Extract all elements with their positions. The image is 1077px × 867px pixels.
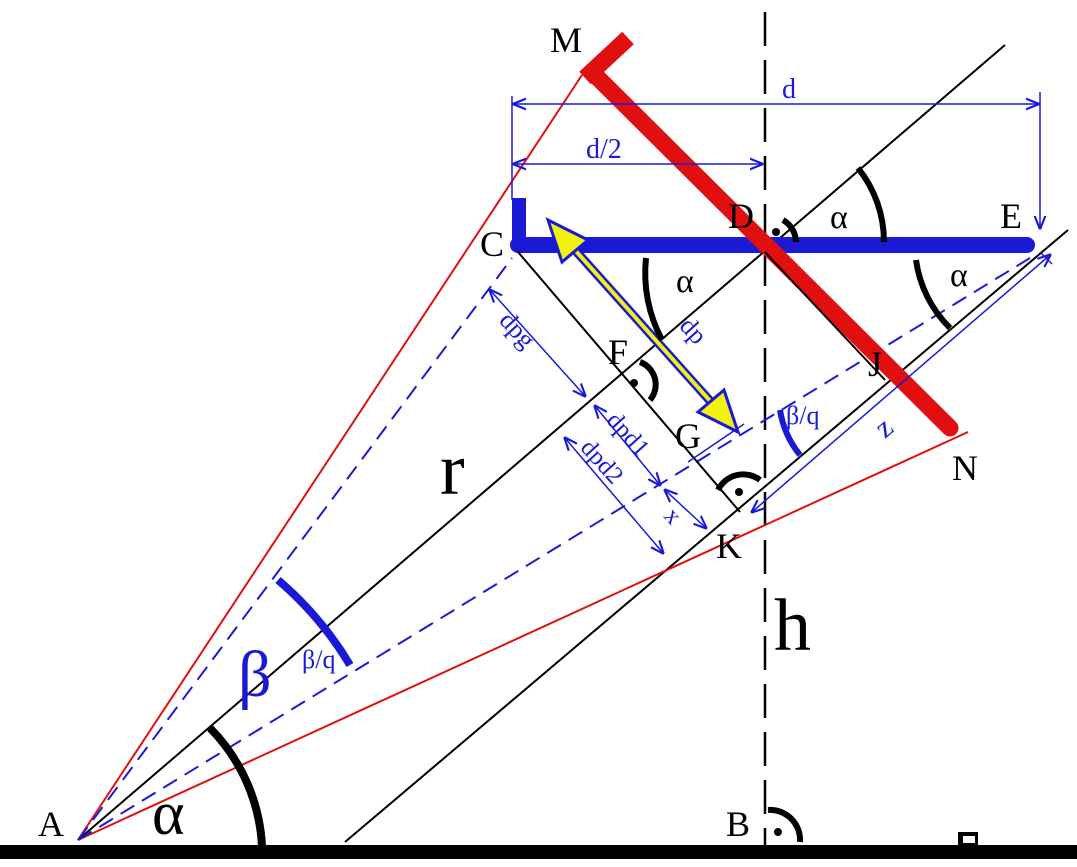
tick-E — [1039, 251, 1053, 265]
symbol-alpha-E: α — [950, 257, 968, 294]
dashed-A-C — [77, 257, 513, 841]
label-beta-q-right: β/q — [786, 401, 819, 430]
angle-arc-beta — [275, 576, 354, 668]
point-label-B: B — [726, 804, 750, 844]
dp-arrow-head-bottom — [695, 387, 741, 435]
right-angle-marker-F — [630, 359, 659, 402]
line-parallel-lower — [344, 229, 1069, 843]
label-d: d — [782, 74, 796, 105]
symbol-h: h — [774, 585, 811, 667]
line-A-axis — [77, 44, 1006, 841]
point-label-G: G — [675, 416, 701, 456]
label-x: x — [659, 503, 688, 531]
right-angle-marker-B — [767, 806, 804, 843]
angle-arc-alpha-A — [207, 725, 266, 847]
symbol-alpha-C: α — [676, 263, 694, 300]
dim-x-line — [665, 490, 706, 528]
point-label-C: C — [480, 224, 504, 264]
perp-D-J — [764, 251, 886, 381]
mirror-M-end-tab — [579, 31, 634, 85]
symbol-alpha-A: α — [152, 780, 184, 848]
dp-arrow-head-top — [545, 217, 591, 265]
point-label-K: K — [716, 526, 742, 566]
point-label-E: E — [1000, 196, 1022, 236]
label-beta-q-left: β/q — [302, 645, 335, 674]
right-angle-marker-D — [772, 217, 799, 243]
dashed-A-E — [77, 257, 1031, 841]
right-angle-marker-K — [715, 471, 762, 496]
point-label-N: N — [952, 448, 978, 488]
symbol-beta: β — [238, 638, 272, 711]
dim-dpd2-line — [565, 438, 663, 553]
label-dpg: dpg — [494, 306, 542, 354]
plate-C-end-tab — [512, 198, 526, 248]
sight-line-A-M — [77, 74, 583, 841]
angle-arc-alpha-E — [913, 259, 953, 331]
point-label-D: D — [728, 196, 754, 236]
perp-C-K — [517, 251, 741, 513]
symbol-r: r — [440, 429, 465, 511]
point-label-F: F — [608, 332, 628, 372]
dim-z-line — [752, 255, 1050, 512]
point-label-M: M — [550, 20, 582, 60]
label-dp: dp — [674, 311, 713, 350]
label-z: z — [868, 411, 899, 445]
label-d-half: d/2 — [586, 134, 622, 165]
point-label-A: A — [38, 804, 64, 844]
dp-arrow-shaft-fill — [564, 238, 722, 414]
symbol-alpha-D: α — [830, 199, 848, 236]
angle-arc-beta-q-K — [777, 409, 803, 457]
point-label-J: J — [868, 344, 882, 384]
angle-arc-alpha-C — [642, 257, 665, 342]
angle-arc-alpha-D — [855, 166, 888, 243]
ground-end-mark — [958, 832, 978, 848]
dim-dpg-line — [490, 290, 585, 396]
